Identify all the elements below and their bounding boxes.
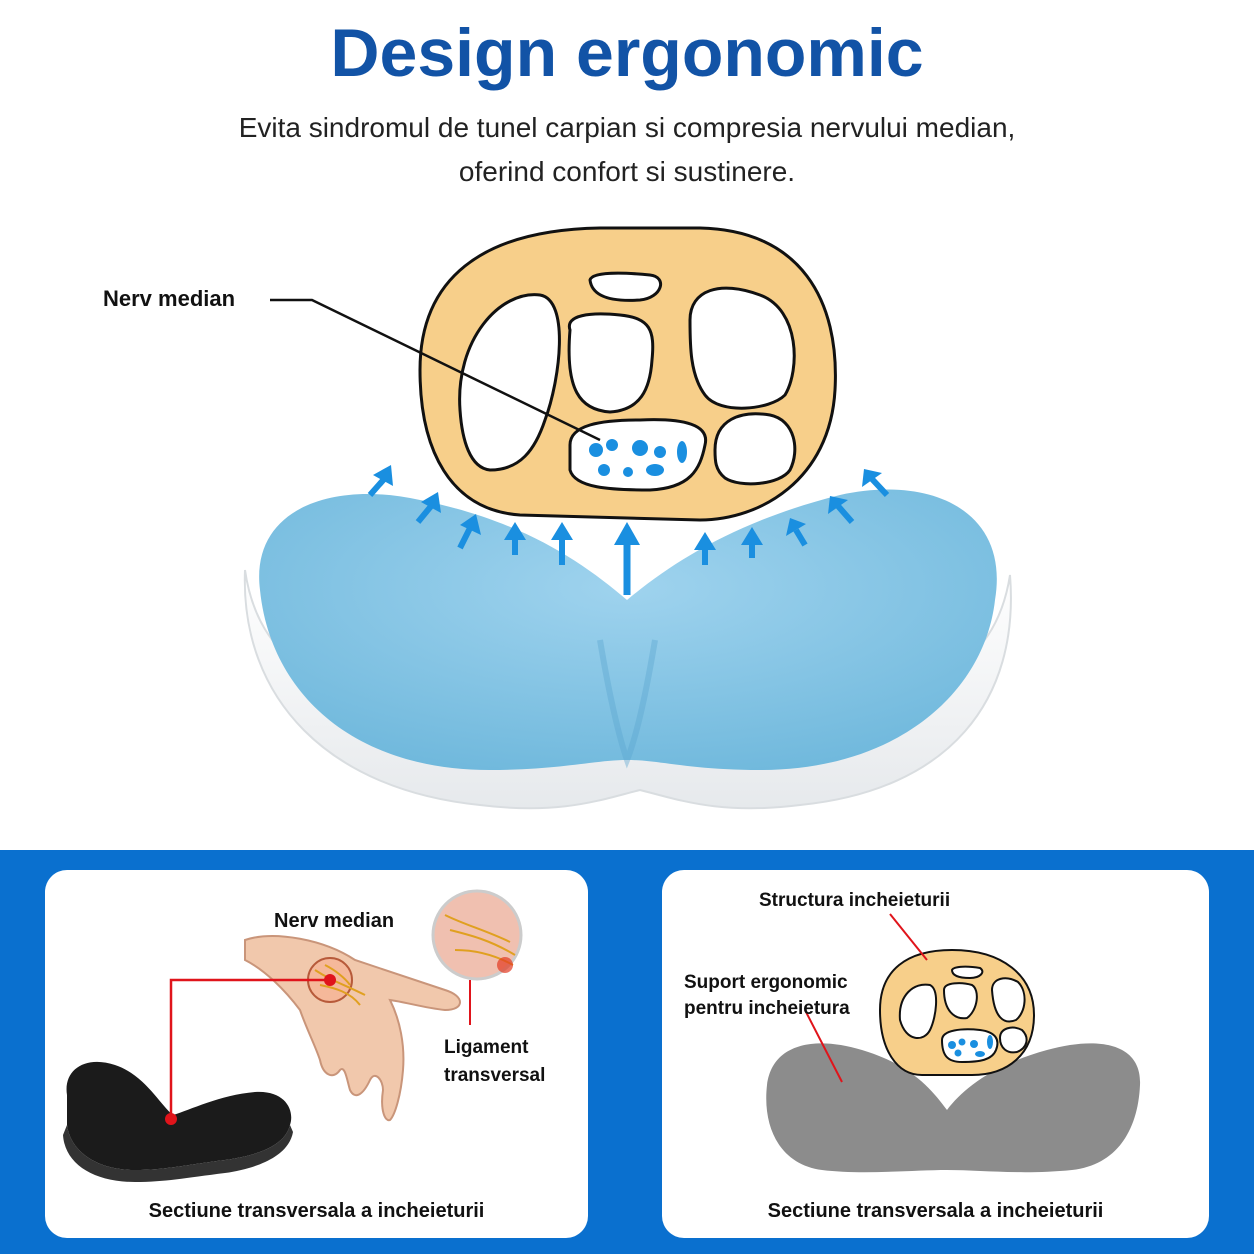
caption-left: Sectiune transversala a incheieturii <box>148 1200 485 1222</box>
hand-illustration <box>63 889 523 1182</box>
arrow-icon <box>614 522 640 595</box>
arrow-icon <box>367 465 393 497</box>
marker-dot <box>324 974 336 986</box>
nerve-median-label-left: Nerv median <box>274 910 395 932</box>
arrow-icon <box>694 532 716 565</box>
subtitle-line-1: Evita sindromul de tunel carpian si comp… <box>238 112 1016 143</box>
page-title: Design ergonomic <box>330 15 924 91</box>
black-wrist-rest <box>66 1061 292 1170</box>
grey-wrist-rest <box>766 1043 1141 1173</box>
comparison-section: Nerv median Ligament transversal Sectiun… <box>0 850 1254 1254</box>
hand-image <box>244 935 461 1122</box>
caption-right: Sectiune transversala a incheieturii <box>767 1200 1104 1222</box>
nerve-bundles <box>589 439 687 477</box>
nerve-median-label: Nerv median <box>103 286 236 311</box>
nerve-pointer <box>270 298 601 442</box>
marker-dot <box>165 1113 177 1125</box>
ligament-label-line-1: Ligament <box>444 1037 529 1058</box>
ligament-label-line-2: transversal <box>444 1065 546 1086</box>
wrist-rest-cushion <box>259 489 997 770</box>
support-arrows <box>367 465 890 595</box>
arrow-icon <box>828 496 855 524</box>
arrow-icon <box>862 469 890 498</box>
panel-cross-section: Structura incheieturii Suport ergonomic … <box>662 870 1209 1238</box>
arrow-icon <box>415 492 441 524</box>
arrow-icon <box>786 518 808 547</box>
arrow-icon <box>741 527 763 558</box>
arrow-icon <box>457 514 481 550</box>
support-label-line-1: Suport ergonomic <box>684 972 848 993</box>
structure-label: Structura incheieturii <box>759 890 951 911</box>
cross-section-illustration <box>766 913 1141 1173</box>
panel-hand-anatomy: Nerv median Ligament transversal Sectiun… <box>45 870 588 1238</box>
arrow-icon <box>551 522 573 565</box>
hero-section: Design ergonomic Evita sindromul de tune… <box>103 15 1016 810</box>
subtitle-line-2: oferind confort si sustinere. <box>458 156 796 187</box>
arrow-icon <box>504 522 526 555</box>
support-label-line-2: pentru incheietura <box>684 998 850 1019</box>
hero-illustration <box>243 226 1012 810</box>
